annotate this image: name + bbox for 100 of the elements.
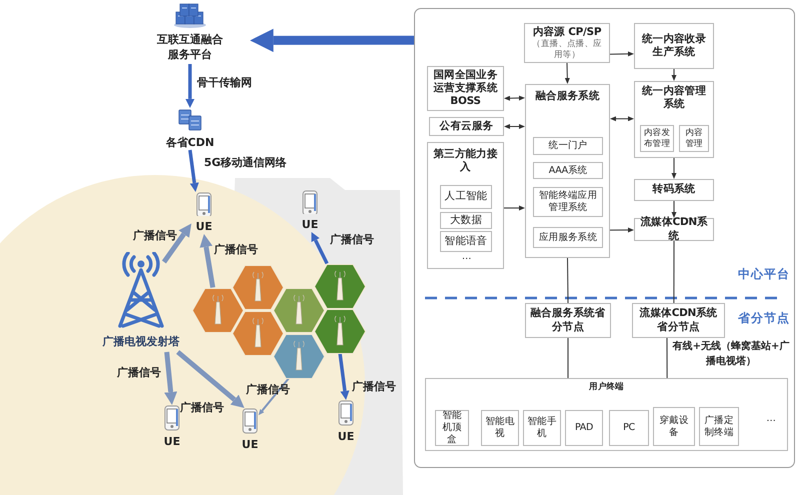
more-text: …: [765, 413, 777, 425]
arrow: [504, 96, 525, 101]
node-label: 互联互通融合服务平台: [156, 32, 224, 63]
ue-label: UE: [242, 437, 258, 452]
group-title: 第三方能力接入: [432, 146, 499, 174]
group-title: 统一内容管理系统: [640, 84, 708, 112]
box-label: 内容源 CP/SP: [532, 26, 602, 38]
arrow: [672, 158, 676, 179]
system-group-box: [525, 84, 610, 258]
arrow: [610, 228, 634, 232]
edge-label: 广播信号: [330, 232, 374, 247]
hexagon-cell: [273, 334, 325, 378]
hexagon-cell: [273, 288, 325, 332]
ue-label: UE: [196, 218, 212, 234]
hexagon-cell: [314, 308, 366, 354]
arrow: [338, 353, 350, 400]
arrow: [610, 116, 634, 122]
hexagon-cell: [314, 264, 366, 308]
box-label: 统一内容收录生产系统: [640, 32, 708, 60]
arrow: [564, 62, 570, 84]
arrow: [258, 378, 290, 416]
system-box: [523, 410, 561, 446]
tier-label: 中心平台: [738, 266, 790, 283]
edge-label: 广播信号: [214, 242, 258, 257]
box-label: 广播定制终端: [703, 414, 735, 438]
system-box: [435, 410, 469, 446]
box-label: 内容发布管理: [642, 128, 672, 150]
box-label: 智能机顶盒: [441, 410, 463, 446]
group-title: 融合服务系统: [534, 89, 601, 104]
box-label: 大数据: [448, 214, 484, 228]
system-box: [679, 125, 709, 152]
connector-line: [568, 338, 569, 378]
system-group-box: [427, 142, 504, 269]
arrow: [188, 150, 199, 192]
system-box: [533, 187, 603, 217]
ue-label: UE: [164, 434, 180, 450]
system-box: [440, 231, 492, 252]
connector-line: [666, 338, 668, 378]
edge-label: 5G移动通信网络: [204, 155, 287, 170]
arrow: [200, 234, 216, 288]
more-text: …: [460, 251, 472, 263]
box-label: 转码系统: [651, 183, 696, 197]
edge-label: 有线+无线（蜂窝基站+广播电视塔）: [672, 339, 790, 369]
box-label: 人工智能: [444, 190, 488, 204]
edge-label: 广播信号: [246, 382, 290, 397]
system-box: [481, 410, 519, 446]
box-label: 智能手机: [526, 416, 558, 440]
box-label: AAA系统: [548, 164, 588, 176]
hexagon-cell: [232, 310, 284, 356]
system-box: [533, 227, 603, 248]
arrow: [610, 51, 634, 56]
panel-frame: [414, 8, 795, 468]
system-box: [533, 162, 603, 179]
box-label: 流媒体CDN系统: [639, 216, 709, 243]
arrow: [250, 28, 414, 52]
box-note: （直播、点播、应用等）: [531, 38, 603, 60]
box-label: 穿戴设备: [658, 414, 690, 438]
system-box: [429, 117, 504, 136]
edge-label: 广播信号: [352, 379, 396, 394]
edge-label: 骨干传输网: [197, 75, 252, 90]
box-label: PC: [622, 422, 636, 434]
hexagon-cell: [232, 264, 284, 310]
system-box: [609, 410, 649, 446]
connector-line: [567, 258, 568, 304]
arrow: [164, 352, 178, 405]
edge-label: 广播信号: [180, 400, 224, 415]
system-group-box: [425, 378, 788, 451]
system-box: [565, 410, 603, 446]
box-label: 智能终端应用管理系统: [538, 190, 598, 214]
box-label: PAD: [574, 422, 594, 434]
box-label: 应用服务系统: [538, 232, 598, 244]
group-title: 用户终端: [588, 380, 625, 393]
node-label: 各省CDN: [166, 134, 214, 150]
system-box: [634, 23, 714, 69]
arrow: [185, 64, 195, 108]
box-label: 流媒体CDN系统省分节点: [638, 307, 718, 334]
system-box: [524, 23, 610, 63]
box-label: 智能语音: [444, 234, 488, 248]
system-group-box: [634, 81, 714, 158]
system-box: [440, 212, 492, 229]
system-box: [653, 407, 695, 446]
arrow: [672, 200, 676, 218]
system-box: [533, 137, 603, 155]
arrow: [504, 124, 525, 129]
arrow: [176, 350, 244, 408]
system-box: [632, 303, 725, 338]
box-label: 智能电视: [484, 416, 516, 440]
tier-label: 省分节点: [738, 310, 790, 327]
box-label: 内容管理: [684, 128, 704, 150]
system-box: [634, 179, 714, 201]
edge-label: 广播信号: [133, 228, 177, 243]
box-label: 融合服务系统省分节点: [530, 307, 606, 334]
ue-label: UE: [338, 429, 354, 444]
edge-label: 广播信号: [117, 365, 161, 380]
arrow: [311, 232, 329, 264]
ue-label: UE: [302, 216, 318, 232]
box-label: 公有云服务: [438, 120, 494, 134]
arrow: [504, 206, 525, 211]
connector-line: [673, 240, 674, 304]
hexagon-cell: [192, 288, 244, 332]
